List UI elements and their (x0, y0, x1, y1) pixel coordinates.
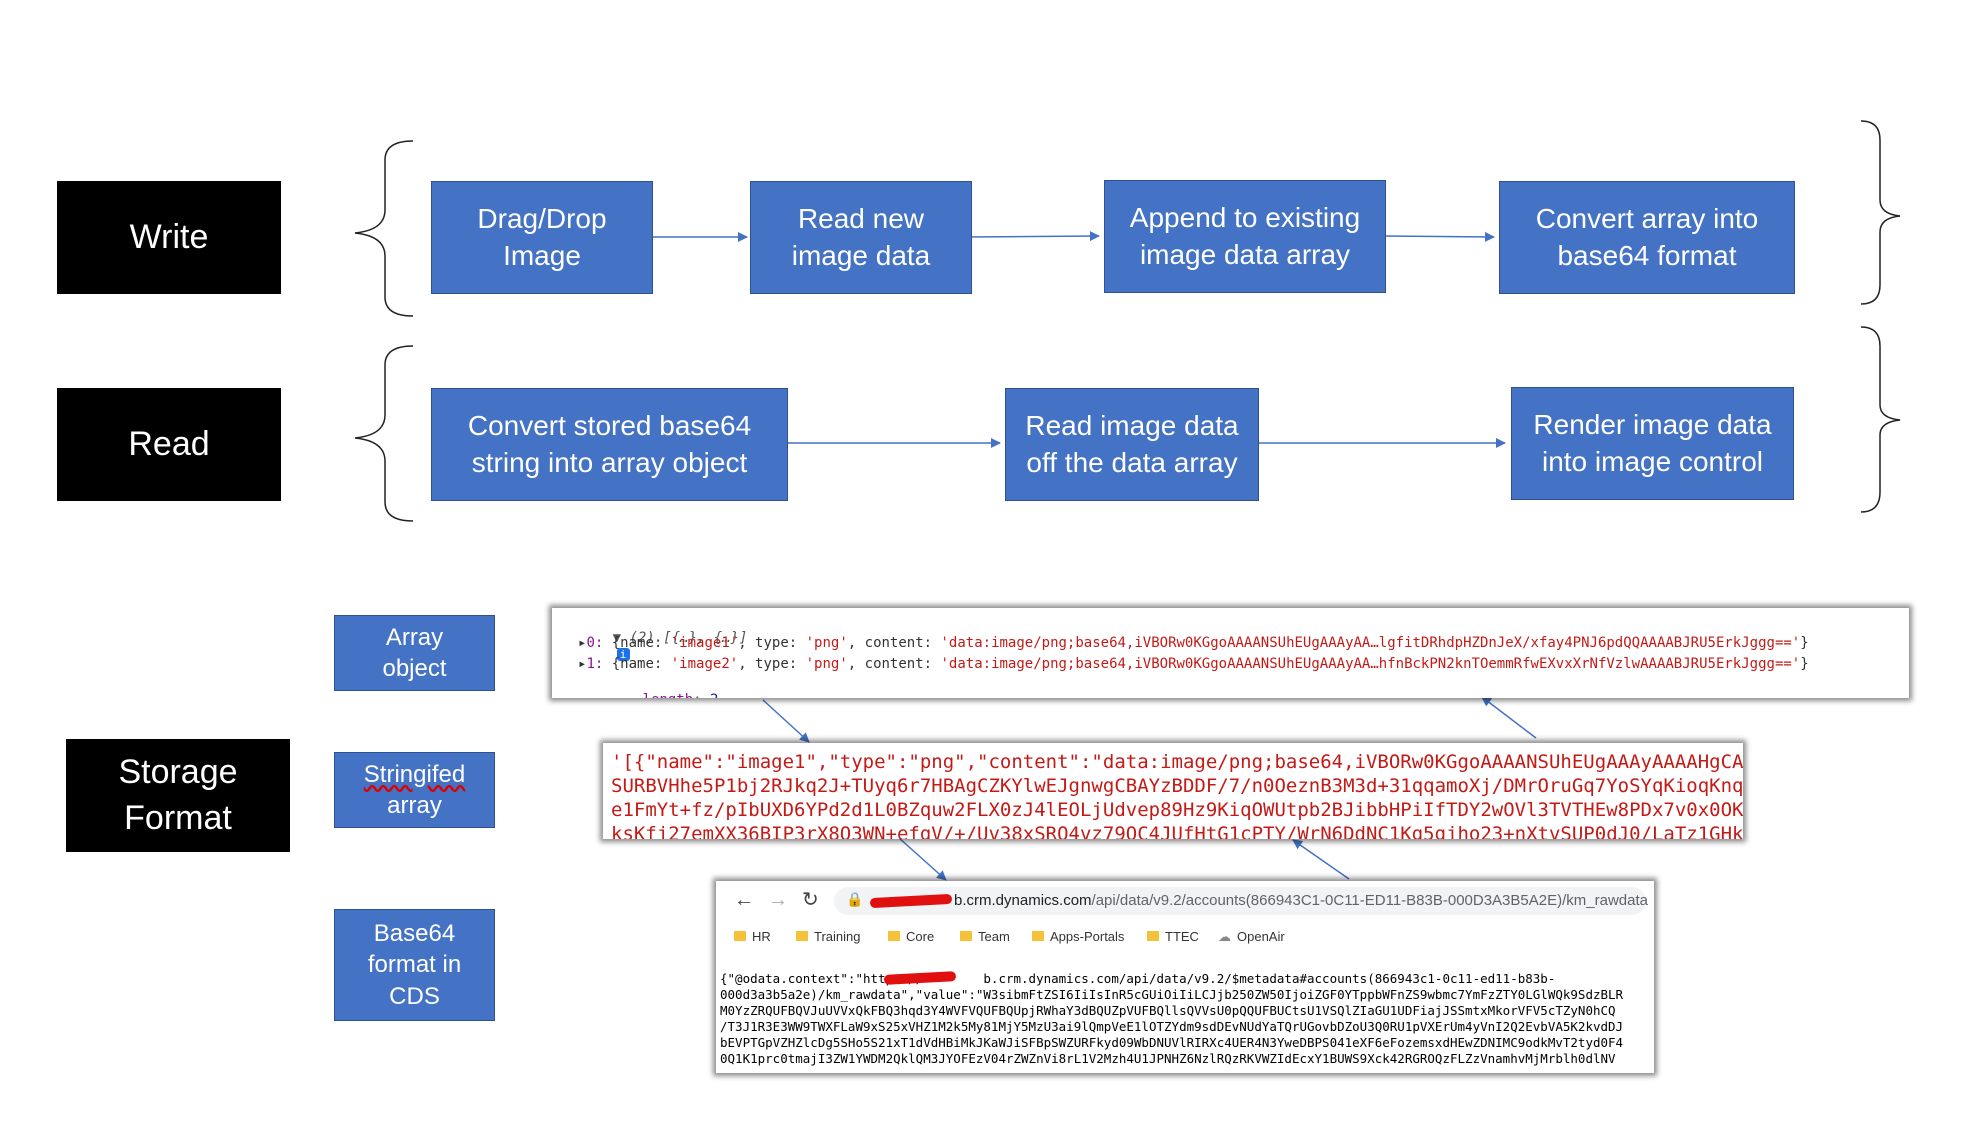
arrow-string-to-array (1481, 696, 1537, 739)
json-line-3: /T3J1R3E3WW9TWXFLaW9xS25xVHZ1M2k5My81MjY… (720, 1019, 1624, 1034)
info-badge[interactable]: i (616, 648, 630, 661)
step-drag-drop-image: Drag/Drop Image (431, 181, 653, 294)
console-header: ▼ (2) [{…}, {…}] i (612, 630, 748, 661)
stringified-screenshot: '[{"name":"image1","type":"png","content… (603, 743, 1743, 839)
console-row-1[interactable]: ▸1: {name: 'image2', type: 'png', conten… (578, 656, 1809, 672)
browser-cds-screenshot: ← → ↻ 🔒 b.crm.dynamics.com/api/data/v9.2… (716, 881, 1654, 1073)
step-read-off-array: Read image data off the data array (1005, 388, 1259, 501)
json-line-5: 0Q1K1prc0tmajI3ZW1YWDM2QklQM3JYOFEzV04rZ… (720, 1051, 1616, 1066)
storage-label-line1: Storage (118, 752, 238, 791)
bookmark-apps-portals[interactable]: Apps-Portals (1032, 929, 1124, 944)
bookmark-team[interactable]: Team (960, 929, 1010, 944)
storage-format-label: Storage Format (66, 739, 290, 852)
bookmark-ttec[interactable]: TTEC (1147, 929, 1199, 944)
forward-icon[interactable]: → (768, 889, 788, 911)
base64-cds-box: Base64 format in CDS (334, 909, 495, 1021)
stringified-rest: array (387, 792, 442, 819)
folder-icon (960, 931, 972, 941)
bookmark-core[interactable]: Core (888, 929, 934, 944)
folder-icon (796, 931, 808, 941)
bookmark-hr[interactable]: HR (734, 929, 771, 944)
lock-icon: 🔒 (846, 891, 864, 907)
arrow-string-to-cds (898, 837, 947, 881)
arrow-write-2 (966, 231, 1100, 242)
read-left-brace (354, 345, 414, 522)
step-append-existing-array: Append to existing image data array (1104, 180, 1386, 293)
console-length: length: 2 (592, 676, 719, 698)
step-convert-base64: Convert array into base64 format (1499, 181, 1795, 294)
back-icon[interactable]: ← (734, 889, 754, 911)
stringified-line-0: '[{"name":"image1","type":"png","content… (611, 751, 1743, 773)
console-header-text: (2) [{…}, {…}] (629, 630, 748, 646)
read-right-bracket (1860, 326, 1901, 513)
redaction-mark (869, 893, 953, 909)
reload-icon[interactable]: ↻ (802, 889, 819, 911)
write-right-bracket (1860, 120, 1901, 305)
stringified-word: Stringifed (363, 760, 466, 788)
stringified-line-1: SURBVHhe5P1bj2RJkq2J+TUyq6r7HBAgCZKYlwEJ… (611, 775, 1743, 797)
folder-icon (734, 931, 746, 941)
address-bar[interactable]: 🔒 b.crm.dynamics.com/api/data/v9.2/accou… (834, 887, 1648, 915)
step-read-new-image-data: Read new image data (750, 181, 972, 294)
console-row-0[interactable]: ▸0: {name: 'image1', type: 'png', conten… (578, 635, 1809, 651)
json-line-4: bEVPTGpVZHZlcDg5SHo5S21xT1dVdHBiMkJKaWJi… (720, 1035, 1624, 1050)
stringified-line-3: ksKfj27emXX36BIP3rX8Q3WN+efgV/+/Uv38xSRO… (611, 823, 1743, 839)
cloud-icon: ☁ (1218, 929, 1231, 944)
folder-icon (888, 931, 900, 941)
url-text: b.crm.dynamics.com/api/data/v9.2/account… (954, 892, 1648, 909)
step-render-image-control: Render image data into image control (1511, 387, 1794, 500)
bookmark-openair[interactable]: ☁OpenAir (1218, 929, 1285, 944)
stringified-array-box: Stringifed array (334, 752, 495, 828)
console-array-screenshot: ▼ (2) [{…}, {…}] i ▸0: {name: 'image1', … (552, 608, 1909, 698)
storage-label-line2: Format (124, 798, 232, 837)
json-body: {"@odata.context":"https:// b.crm.dynami… (720, 971, 1652, 1067)
arrow-write-3 (1380, 231, 1495, 242)
arrow-cds-to-string (1292, 839, 1350, 880)
bookmarks-bar: HR Training Core Team Apps-Portals TTEC … (716, 925, 1654, 949)
json-line-2: M0YzZRQUFBQVJuUVVxQkFBQ3hqd3Y4WVFVQUFBQU… (720, 1003, 1616, 1018)
arrow-array-to-string (762, 699, 810, 743)
write-label: Write (57, 181, 281, 294)
folder-icon (1147, 931, 1159, 941)
stringified-line-2: e1FmYt+fz/pIbUXD6YPd2d1L0BZquw2FLX0zJ4lE… (611, 799, 1743, 821)
bookmark-training[interactable]: Training (796, 929, 860, 944)
array-object-box: Array object (334, 615, 495, 691)
browser-toolbar: ← → ↻ 🔒 b.crm.dynamics.com/api/data/v9.2… (716, 881, 1654, 921)
folder-icon (1032, 931, 1044, 941)
read-label: Read (57, 388, 281, 501)
write-left-brace (354, 140, 414, 317)
json-line-1: 000d3a3b5a2e)/km_rawdata","value":"W3sib… (720, 987, 1624, 1002)
json-line-0: {"@odata.context":"https:// b.crm.dynami… (720, 971, 1556, 986)
step-convert-stored-base64: Convert stored base64 string into array … (431, 388, 788, 501)
